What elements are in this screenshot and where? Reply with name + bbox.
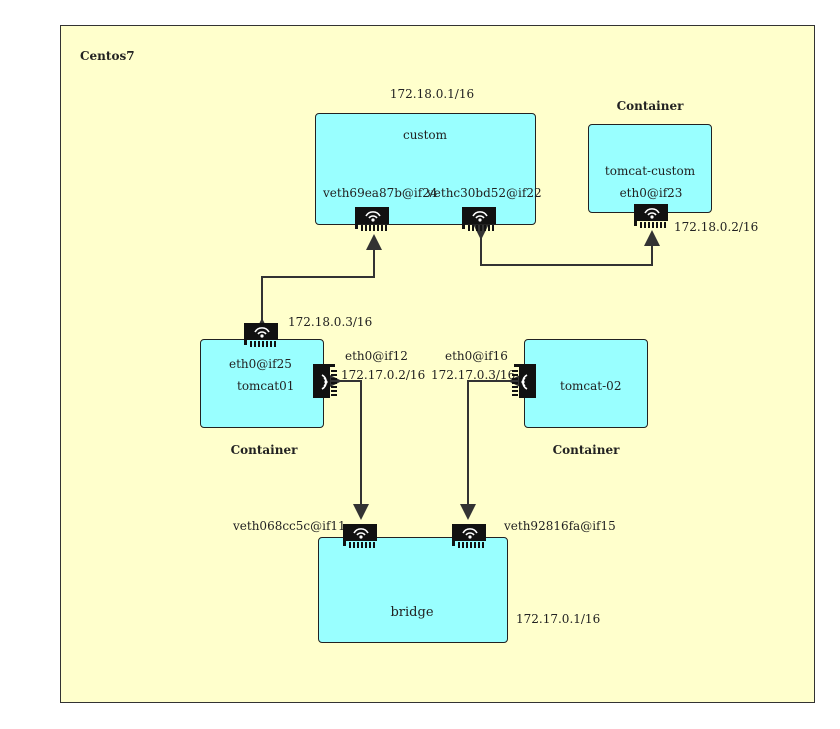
link-tomcat02-bridge [460,373,524,520]
container-custom-iface: eth0@if23 [619,186,683,200]
bridge-network-box [318,537,508,643]
container-tomcat01-box [200,339,324,428]
tomcat01-custom-iface: eth0@if25 [229,357,292,371]
host-label: Centos7 [80,49,135,63]
link-tomcat01-bridge [326,373,369,520]
tomcat01-name: tomcat01 [237,379,295,393]
container-custom-name: tomcat-custom [604,164,696,178]
bridge-subnet-label: 172.17.0.1/16 [516,612,601,626]
network-card-icon [462,207,496,231]
tomcat02-name: tomcat-02 [560,379,622,393]
tomcat02-title: Container [552,443,620,457]
custom-veth-left-label: veth69ea87b@if24 [323,186,438,200]
link-tomcat01-custom [254,234,382,334]
network-card-icon [343,524,377,548]
network-card-icon [355,207,389,231]
container-custom-ip: 172.18.0.2/16 [674,220,759,234]
tomcat01-title: Container [230,443,298,457]
tomcat01-bridge-iface: eth0@if12 [345,349,408,363]
network-card-icon [452,524,486,548]
bridge-network-name: bridge [390,605,434,620]
link-tomcatcustom-custom [473,224,660,266]
container-custom-title: Container [616,99,684,113]
tomcat01-bridge-ip: 172.17.0.2/16 [341,368,426,382]
bridge-veth-right-label: veth92816fa@if15 [504,519,616,533]
container-tomcat02-box [524,339,648,428]
tomcat02-bridge-ip: 172.17.0.3/16 [431,368,516,382]
network-card-icon [634,204,668,228]
network-card-icon [244,323,278,347]
tomcat01-custom-ip: 172.18.0.3/16 [288,315,373,329]
bridge-veth-left-label: veth068cc5c@if11 [233,519,346,533]
custom-network-name: custom [402,128,448,142]
custom-veth-right-label: vethc30bd52@if22 [427,186,542,200]
tomcat02-bridge-iface: eth0@if16 [445,349,508,363]
network-card-vertical-icon [313,364,337,398]
custom-subnet-label: 172.18.0.1/16 [389,87,475,101]
network-card-vertical-icon [512,364,536,398]
custom-network-box [315,113,536,225]
